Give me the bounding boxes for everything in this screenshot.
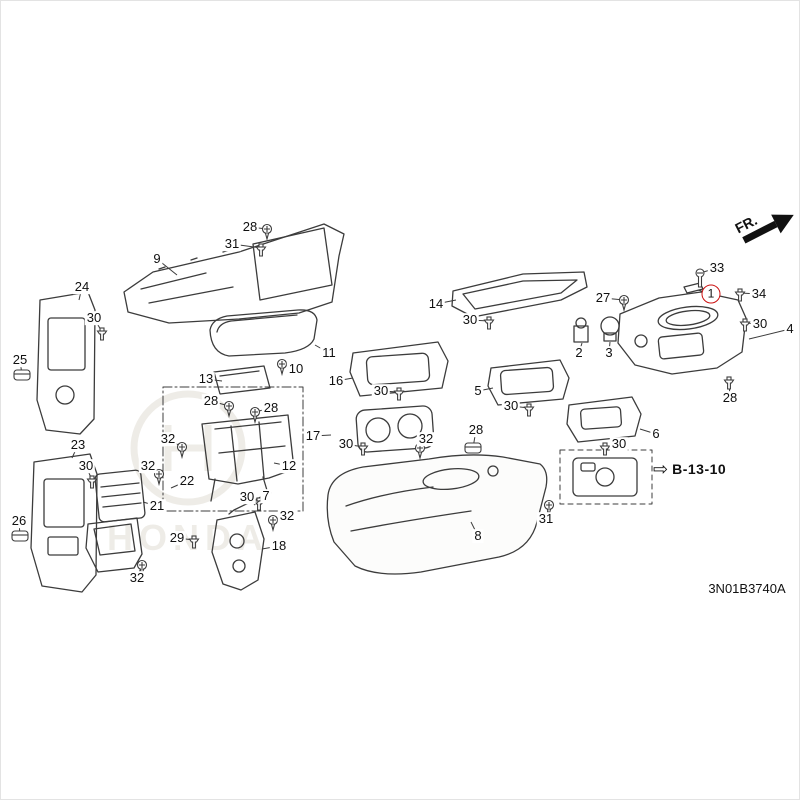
part-21-vent [94,469,146,523]
clip-fastener-icon [393,387,405,401]
cap-fastener-icon [464,442,482,454]
callout-33: 33 [707,260,727,276]
part-22-pocket [85,517,143,573]
cap-fastener-icon [13,369,31,381]
part-17-cup-holder [355,405,435,453]
callout-5: 5 [472,383,484,399]
part-4-rear-console [617,291,747,375]
callout-28: 28 [466,422,486,438]
screw-fastener-icon [618,294,630,313]
part-2-switch [573,317,589,343]
callout-8: 8 [472,528,484,544]
callout-31: 31 [222,236,242,252]
bref-unit [559,449,653,505]
callout-10: 10 [286,361,306,377]
assembly-boundary [162,386,304,512]
screw-fastener-icon [543,499,555,518]
clip-fastener-icon [739,318,751,332]
callout-4: 4 [784,321,796,337]
callout-23: 23 [68,437,88,453]
cross-reference-label: B-13-10 [672,461,727,477]
callout-28: 28 [720,390,740,406]
cap-fastener-icon [11,530,29,542]
clip-fastener-icon [599,442,611,456]
callout-30: 30 [84,310,104,326]
callout-31: 31 [536,511,556,527]
part-8-console-body [326,454,548,575]
part-6-bracket [566,396,642,443]
callout-11: 11 [320,345,338,361]
callout-25: 25 [10,352,30,368]
callout-18: 18 [269,538,289,554]
screw-fastener-icon [261,223,273,242]
callout-30: 30 [609,436,629,452]
callout-30: 30 [371,383,391,399]
part-16-tray [349,341,449,397]
clip-fastener-icon [357,442,369,456]
clip-fastener-icon [188,535,200,549]
part-14-frame-garnish [451,271,588,318]
callout-28: 28 [240,219,260,235]
callout-26: 26 [9,513,29,529]
part-24-side-panel-upper [36,291,96,435]
fr-direction-arrow: FR. [732,212,794,244]
callout-12: 12 [279,458,299,474]
callout-2: 2 [573,345,585,361]
callout-13: 13 [196,371,216,387]
callout-9: 9 [151,251,163,267]
part-3-socket [600,316,620,342]
callout-1-highlighted: 1 [701,284,721,304]
part-13-seal [213,365,271,395]
callout-32: 32 [277,508,297,524]
clip-fastener-icon [255,243,267,257]
callout-17: 17 [303,428,323,444]
cross-reference-b-13-10[interactable]: ⇨ B-13-10 [653,460,726,478]
clip-fastener-icon [483,316,495,330]
callout-30: 30 [237,489,257,505]
callout-30: 30 [336,436,356,452]
callout-32: 32 [138,458,158,474]
part-11-armrest-lid [209,309,318,357]
part-9-console-garnish [123,223,345,324]
callout-28: 28 [261,400,281,416]
callout-32: 32 [158,431,178,447]
clip-fastener-icon [523,403,535,417]
callout-16: 16 [326,373,346,389]
bolt-fastener-icon [695,268,705,288]
callout-7: 7 [260,488,272,504]
part-5-tray [487,359,570,406]
screw-fastener-icon [176,441,188,460]
callout-24: 24 [72,279,92,295]
leader-lines-layer [11,223,791,579]
callout-27: 27 [593,290,613,306]
callout-34: 34 [749,286,769,302]
part-18-bracket [211,511,265,591]
clip-fastener-icon [86,475,98,489]
screw-fastener-icon [276,358,288,377]
callout-32: 32 [416,431,436,447]
part-12-bracket-assembly [201,414,295,502]
clip-fastener-icon [734,288,746,302]
callout-21: 21 [147,498,167,514]
callout-22: 22 [177,473,197,489]
callout-30: 30 [460,312,480,328]
callout-6: 6 [650,426,662,442]
callout-29: 29 [167,530,187,546]
callout-14: 14 [426,296,446,312]
screw-fastener-icon [223,400,235,419]
callout-30: 30 [501,398,521,414]
callout-3: 3 [603,345,615,361]
screw-fastener-icon [249,406,261,425]
clip-fastener-icon [96,327,108,341]
callout-28: 28 [201,393,221,409]
part-23-side-panel-lower [30,453,98,593]
callout-30: 30 [750,316,770,332]
callout-32: 32 [127,570,147,586]
callout-30: 30 [76,458,96,474]
diagram-code: 3N01B3740A [708,581,786,596]
hollow-right-arrow-icon: ⇨ [653,459,669,479]
screw-fastener-icon [267,514,279,533]
clip-fastener-icon [723,376,735,390]
